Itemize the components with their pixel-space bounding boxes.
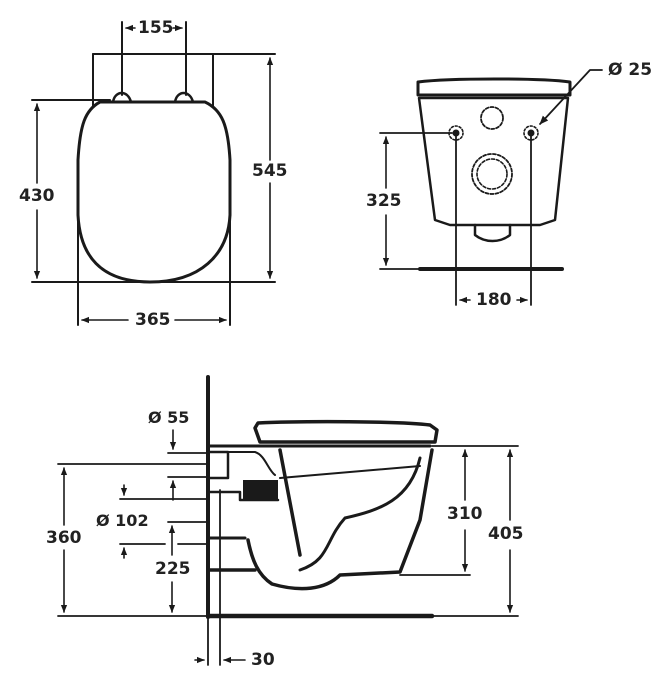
dim-fixing-spacing: 180 — [476, 290, 512, 310]
dim-outlet-diameter: Ø 102 — [96, 511, 149, 530]
dim-wall-offset: 30 — [251, 650, 275, 670]
dim-inlet-diameter: Ø 55 — [148, 408, 190, 427]
dim-overall-length: 545 — [252, 161, 288, 181]
rear-view — [379, 69, 603, 306]
dim-seat-length: 430 — [19, 186, 55, 206]
dim-outlet-height: 225 — [155, 559, 191, 579]
side-view — [57, 375, 519, 666]
dim-width: 365 — [135, 310, 171, 330]
dim-hinge-spacing: 155 — [138, 18, 174, 38]
dim-inlet-height: 360 — [46, 528, 82, 548]
dim-fixing-hole-diameter: Ø 25 — [608, 60, 653, 80]
top-view — [31, 21, 276, 326]
dim-fixing-height: 325 — [366, 191, 402, 211]
dim-bowl-height: 310 — [447, 504, 483, 524]
dim-rim-height: 405 — [488, 524, 524, 544]
